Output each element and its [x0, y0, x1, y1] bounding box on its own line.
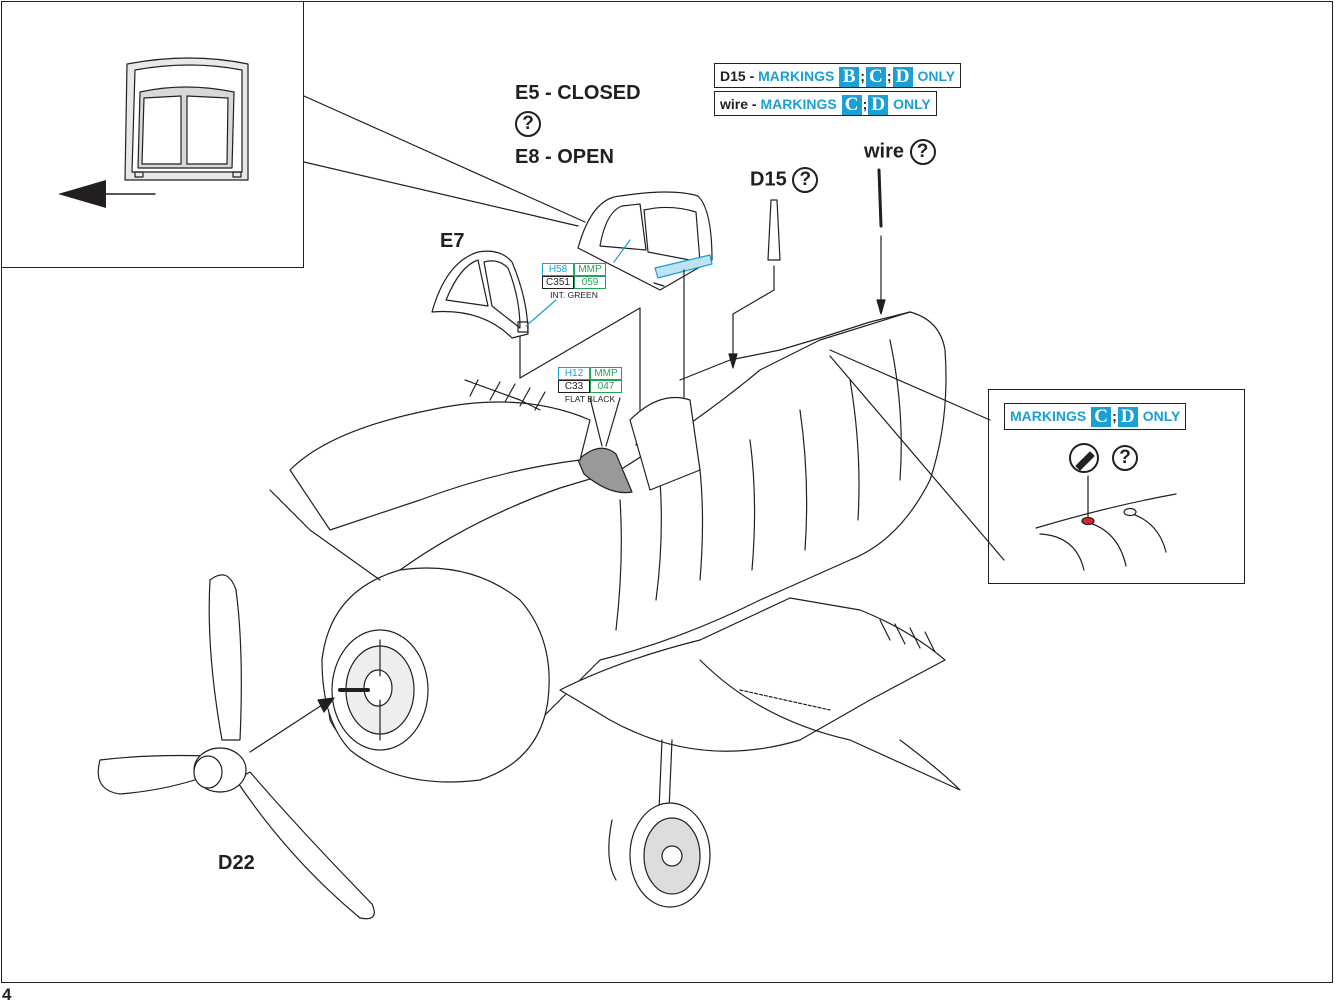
right-wing — [559, 597, 961, 791]
question-circle-icon: ? — [909, 139, 936, 165]
question-circle-icon: ? — [515, 111, 541, 137]
direction-arrow-icon — [58, 180, 156, 208]
d15-markings-note: D15 - MARKINGS B;C;D ONLY — [714, 63, 962, 88]
paint-pen-icon — [1069, 443, 1099, 473]
page-number: 4 — [2, 985, 12, 1004]
question-circle-icon: ? — [1112, 445, 1138, 471]
part-label-d15: D15 — [750, 168, 787, 191]
sliding-canopy-part — [577, 191, 713, 291]
part-label-wire-group: wire ? — [864, 139, 936, 165]
part-label-wire: wire — [864, 140, 905, 163]
detail-question-group: ? — [1112, 445, 1138, 471]
antenna-mast-part — [767, 199, 781, 261]
propeller-part — [97, 574, 375, 920]
marking-b-badge: B — [839, 67, 860, 88]
paint-callout-flat-black: H12 MMP C33 047 FLAT BLACK — [558, 367, 622, 405]
marking-c-badge: C — [1091, 407, 1112, 428]
marking-c-badge: C — [865, 67, 886, 88]
antenna-base-detail-drawing — [1035, 475, 1177, 571]
canopy-frame-detail-drawing — [124, 57, 249, 181]
engine-cowling — [321, 567, 550, 783]
marking-c-badge: C — [841, 95, 862, 116]
detail-markings-note: MARKINGS C;D ONLY — [1004, 403, 1187, 430]
question-mark-e5-group: ? — [515, 111, 541, 137]
landing-gear — [608, 739, 711, 908]
windscreen-part — [431, 250, 529, 339]
question-circle-icon: ? — [792, 167, 819, 193]
marking-d-badge: D — [868, 95, 889, 116]
part-label-e8: E8 - OPEN — [515, 146, 614, 168]
part-label-e7: E7 — [440, 230, 465, 252]
part-label-e5: E5 - CLOSED — [515, 82, 641, 104]
part-label-d22: D22 — [218, 852, 255, 874]
part-label-d15-group: D15 ? — [750, 167, 819, 193]
left-wing — [269, 379, 591, 581]
marking-d-badge: D — [892, 67, 913, 88]
marking-d-badge: D — [1117, 407, 1138, 428]
paint-callout-interior-green: H58 MMP C351 059 INT. GREEN — [542, 263, 606, 301]
canopy-detail-inset — [1, 1, 304, 268]
wire-markings-note: wire - MARKINGS C;D ONLY — [714, 91, 937, 116]
instruction-page-frame — [1, 1, 1333, 983]
